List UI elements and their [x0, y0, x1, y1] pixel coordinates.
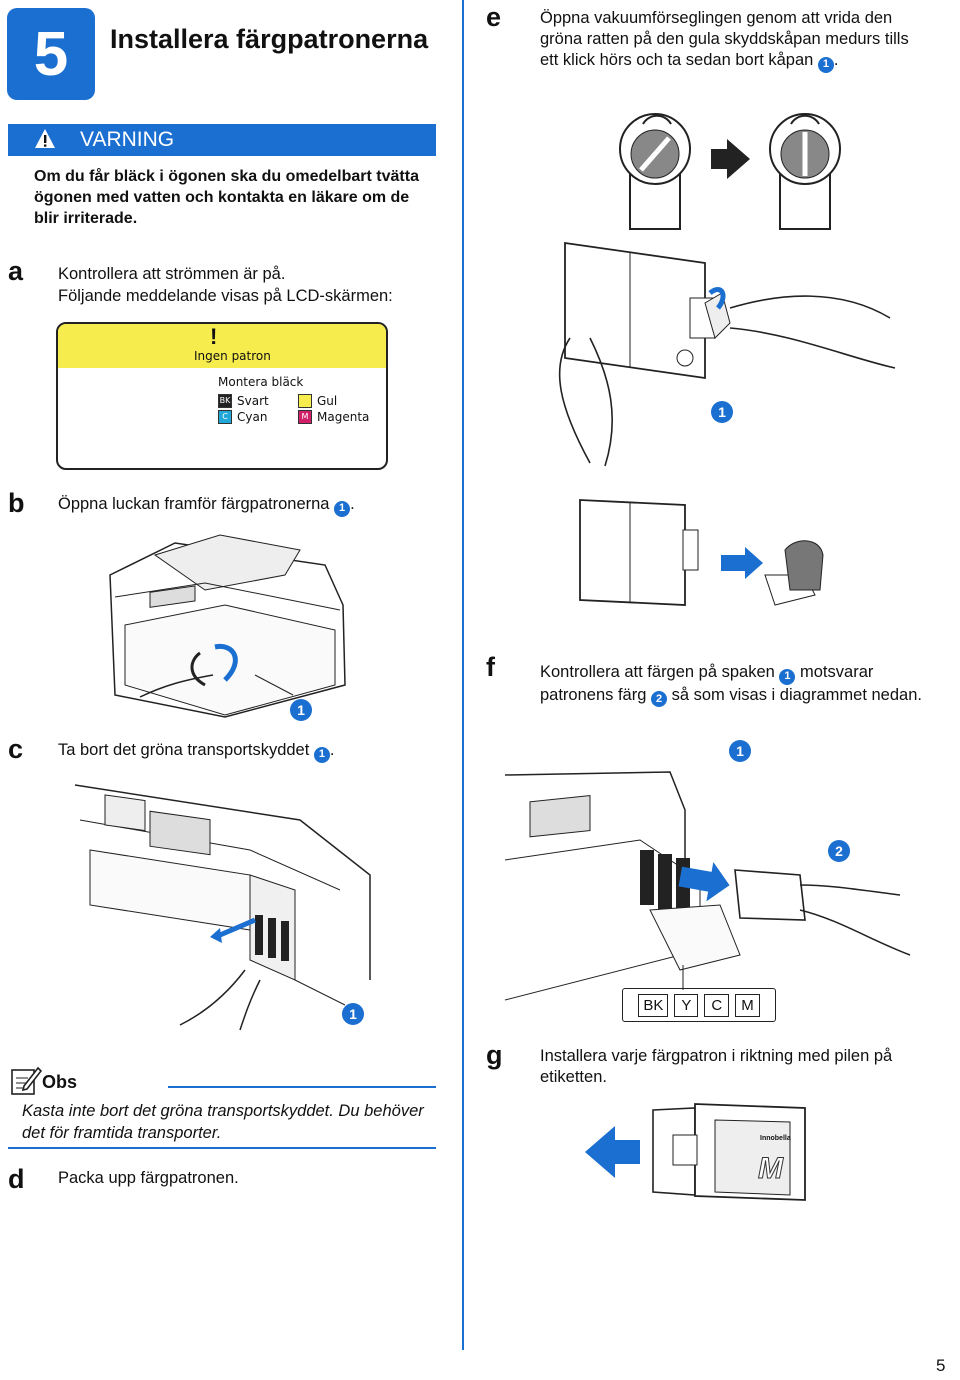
- figure-callout-1: 1: [342, 1003, 364, 1025]
- cap-removal-hands-illustration: [558, 241, 896, 467]
- cartridge-brand: Innobella: [760, 1135, 791, 1142]
- step-b-end: .: [350, 495, 355, 513]
- callout-1: 1: [817, 56, 834, 73]
- printer-open-cover-illustration: [109, 534, 346, 718]
- note-text: Kasta inte bort det gröna transportskydd…: [22, 1102, 424, 1142]
- cap-rotation-illustration: [619, 113, 841, 230]
- note-bottom-rule: [8, 1147, 436, 1149]
- lcd-subtitle: Montera bläck: [218, 375, 304, 389]
- cartridge-insert-illustration: [504, 771, 911, 1001]
- page-title: Installera färgpatronerna: [110, 24, 429, 54]
- step-b-label: Öppna luckan framför färgpatronerna: [58, 495, 330, 513]
- color-label-m: M: [735, 993, 760, 1017]
- ink-swatch: BK: [218, 394, 232, 408]
- step-g-text: Installera varje färgpatron i riktning m…: [540, 1047, 893, 1086]
- step-number-badge: 5: [7, 8, 95, 100]
- callout-1: 1: [334, 500, 351, 517]
- color-label-strip: BK Y C M: [622, 988, 776, 1022]
- step-letter-g: g: [486, 1040, 503, 1070]
- step-d-text: Packa upp färgpatronen.: [58, 1169, 239, 1187]
- step-c-end: .: [329, 741, 335, 759]
- figure-callout-1: 1: [729, 740, 751, 762]
- step-a-line1: Kontrollera att strömmen är på.: [58, 265, 286, 283]
- step-letter-d: d: [8, 1164, 25, 1194]
- lcd-screen: ! Ingen patron Montera bläck BK Svart C …: [56, 322, 388, 470]
- ink-swatch: M: [298, 410, 312, 424]
- lcd-ink-yellow: Gul: [298, 394, 337, 408]
- ink-name: Cyan: [237, 410, 268, 424]
- ink-name: Svart: [237, 394, 269, 408]
- column-divider: [462, 0, 464, 1350]
- lcd-ink-cyan: C Cyan: [218, 410, 267, 424]
- note-title: Obs: [42, 1072, 78, 1092]
- page-number: 5: [936, 1356, 946, 1375]
- warning-text: Om du får bläck i ögonen ska du omedelba…: [34, 168, 419, 227]
- cartridge-direction-illustration: [585, 1103, 806, 1201]
- cartridge-color-letter: M: [758, 1152, 784, 1186]
- figure-callout-1: 1: [290, 699, 312, 721]
- step-letter-e: e: [486, 2, 502, 32]
- warning-label: VARNING: [80, 128, 175, 151]
- step-c-label: Ta bort det gröna transportskyddet: [58, 741, 310, 759]
- step-e-label: Öppna vakuumförseglingen genom att vrida…: [540, 9, 909, 69]
- step-f-label-c: så som visas i diagrammet nedan.: [671, 685, 922, 704]
- figure-callout-2: 2: [828, 840, 850, 862]
- step-c-text: Ta bort det gröna transportskyddet 1.: [58, 740, 335, 763]
- ink-name: Magenta: [317, 410, 370, 424]
- note-pencil-icon: [11, 1066, 43, 1095]
- transport-guard-removal-illustration: [74, 784, 371, 1031]
- step-letter-c: c: [8, 734, 24, 764]
- lcd-ink-magenta: M Magenta: [298, 410, 369, 424]
- ink-swatch: [298, 394, 312, 408]
- lcd-ink-black: BK Svart: [218, 394, 269, 408]
- figure-callout-1: 1: [711, 401, 733, 423]
- callout-1: 1: [779, 668, 796, 685]
- step-f-text: Kontrollera att färgen på spaken 1 motsv…: [540, 662, 930, 707]
- note-top-rule: [168, 1086, 436, 1088]
- step-b-text: Öppna luckan framför färgpatronerna 1.: [58, 494, 355, 517]
- lcd-title-bar: [58, 324, 386, 368]
- color-label-bk: BK: [638, 993, 669, 1017]
- step-letter-a: a: [8, 256, 24, 286]
- step-f-label-a: Kontrollera att färgen på spaken: [540, 663, 775, 681]
- color-label-y: Y: [674, 993, 699, 1017]
- ink-swatch: C: [218, 410, 232, 424]
- step-e-text: Öppna vakuumförseglingen genom att vrida…: [540, 8, 920, 73]
- warning-banner: VARNING: [8, 124, 436, 156]
- callout-2: 2: [651, 691, 667, 707]
- step-e-end: .: [833, 51, 839, 69]
- cartridge-and-cap-illustration: [579, 499, 824, 606]
- step-a-line2: Följande meddelande visas på LCD-skärmen…: [58, 287, 393, 305]
- step-letter-f: f: [486, 652, 495, 682]
- lcd-alert-icon: !: [210, 324, 218, 349]
- lcd-title: Ingen patron: [194, 349, 271, 363]
- warning-icon: [35, 129, 55, 148]
- ink-name: Gul: [317, 394, 338, 408]
- callout-1: 1: [313, 746, 330, 763]
- step-f-label-b: motsvarar patronens färg: [540, 663, 874, 704]
- color-label-c: C: [704, 993, 730, 1017]
- step-letter-b: b: [8, 488, 25, 518]
